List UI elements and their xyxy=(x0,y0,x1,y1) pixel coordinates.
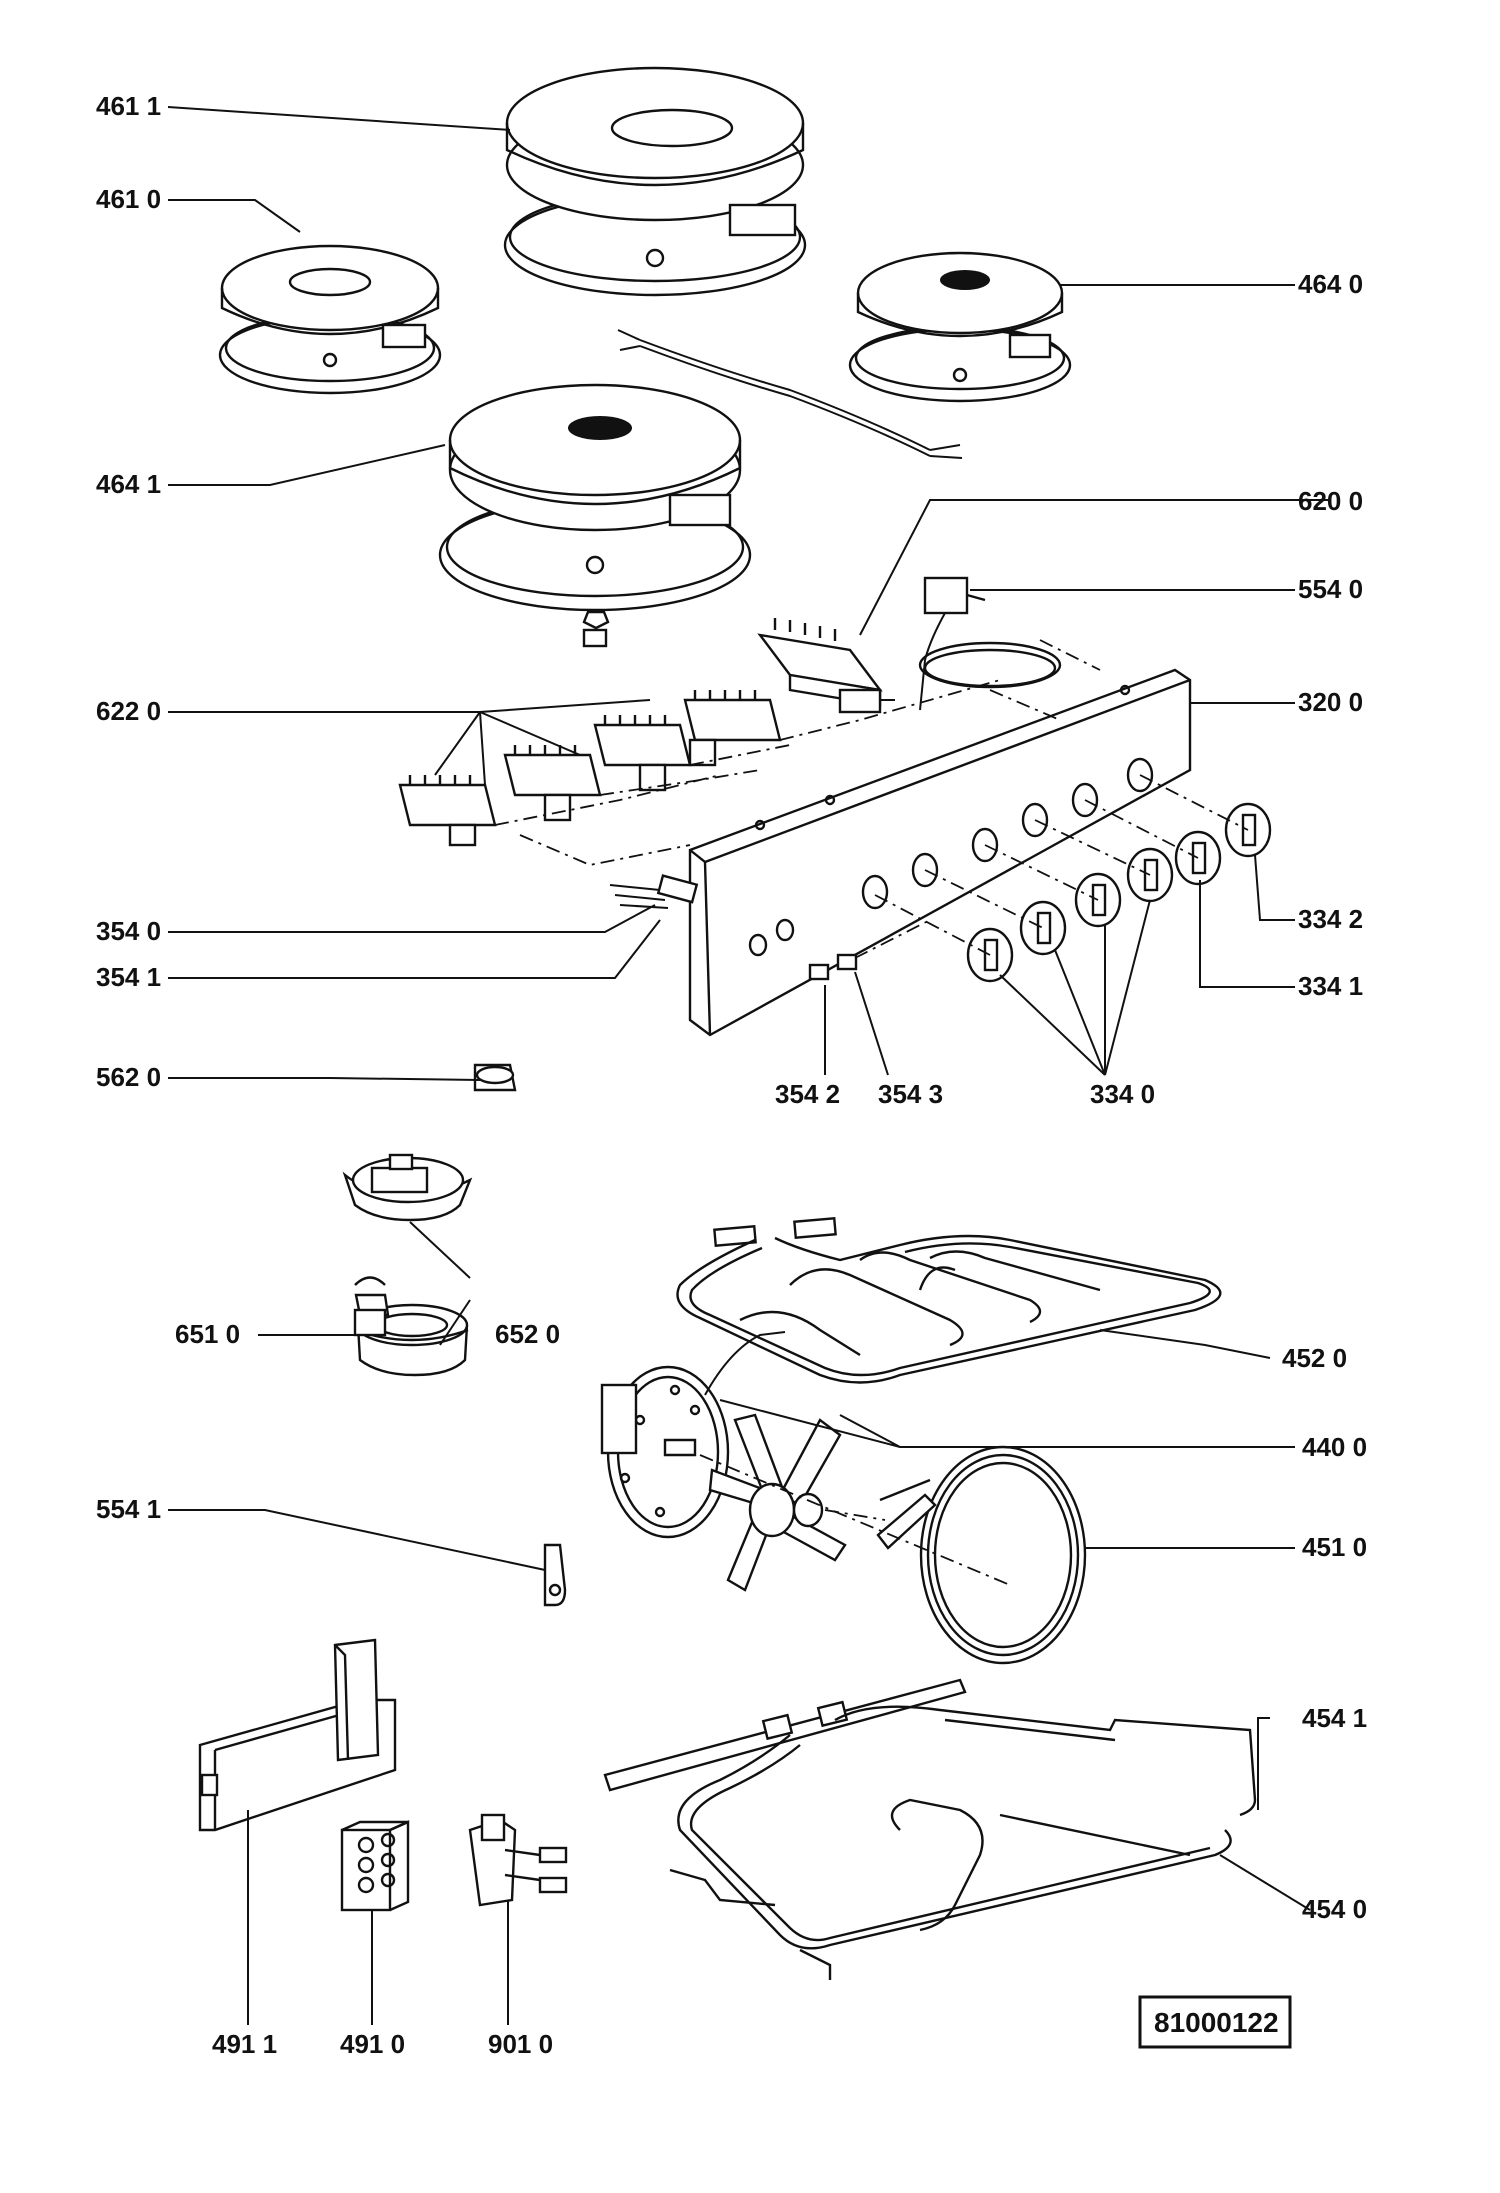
fan-motor-4400 xyxy=(600,1331,786,1539)
assembly-lines-lower xyxy=(699,1454,1011,1586)
label-3340: 334 0 xyxy=(1090,1079,1155,1109)
thermostat-5540 xyxy=(918,576,1062,711)
oven-lamp-assembly xyxy=(342,1153,473,1377)
label-5620: 562 0 xyxy=(96,1062,161,1092)
label-4641: 464 1 xyxy=(96,469,161,499)
hotplate-4610 xyxy=(218,244,442,395)
label-4541: 454 1 xyxy=(1302,1703,1367,1733)
hotplate-4641 xyxy=(438,383,752,648)
leader-lines xyxy=(167,106,1328,2025)
label-3342: 334 2 xyxy=(1298,904,1363,934)
terminal-block-4910 xyxy=(340,1820,410,1912)
label-3341: 334 1 xyxy=(1298,971,1363,1001)
bracket-5541 xyxy=(543,1543,567,1607)
label-4611: 461 1 xyxy=(96,91,161,121)
grill-element-4520 xyxy=(676,1216,1222,1384)
label-6200: 620 0 xyxy=(1298,486,1363,516)
hotplate-4611 xyxy=(503,66,807,297)
indicator-lamps-3540 xyxy=(609,874,699,909)
lower-element-4540 xyxy=(603,1678,1257,1980)
knobs-3340 xyxy=(966,847,1174,983)
bracket-4911 xyxy=(198,1638,397,1832)
circular-element-4510 xyxy=(876,1445,1087,1665)
label-4911: 491 1 xyxy=(212,2029,277,2059)
lamp-holder-5620 xyxy=(473,1063,517,1092)
selector-switch-6200 xyxy=(757,618,895,714)
label-9010: 901 0 xyxy=(488,2029,553,2059)
label-3200: 320 0 xyxy=(1298,687,1363,717)
label-3543: 354 3 xyxy=(878,1079,943,1109)
control-panel-3200 xyxy=(688,668,1192,1037)
label-6520: 652 0 xyxy=(495,1319,560,1349)
label-4540: 454 0 xyxy=(1302,1894,1367,1924)
label-4510: 451 0 xyxy=(1302,1532,1367,1562)
label-4910: 491 0 xyxy=(340,2029,405,2059)
label-4520: 452 0 xyxy=(1282,1343,1347,1373)
label-3542: 354 2 xyxy=(775,1079,840,1109)
reference-number-box: 81000122 xyxy=(1138,1995,1292,2049)
label-4400: 440 0 xyxy=(1302,1432,1367,1462)
label-5540: 554 0 xyxy=(1298,574,1363,604)
assembly-lines-upper xyxy=(494,639,1249,959)
label-5541: 554 1 xyxy=(96,1494,161,1524)
reference-number: 81000122 xyxy=(1154,2007,1279,2038)
label-4610: 461 0 xyxy=(96,184,161,214)
label-3540: 354 0 xyxy=(96,916,161,946)
cable-clamp-9010 xyxy=(468,1813,568,1907)
energy-regulators-6220 xyxy=(398,690,782,847)
label-3541: 354 1 xyxy=(96,962,161,992)
fan-blade-4400 xyxy=(708,1413,847,1592)
label-4640: 464 0 xyxy=(1298,269,1363,299)
wire-bundle xyxy=(617,329,963,459)
label-6510: 651 0 xyxy=(175,1319,240,1349)
label-6220: 622 0 xyxy=(96,696,161,726)
hotplate-4640 xyxy=(848,251,1072,403)
